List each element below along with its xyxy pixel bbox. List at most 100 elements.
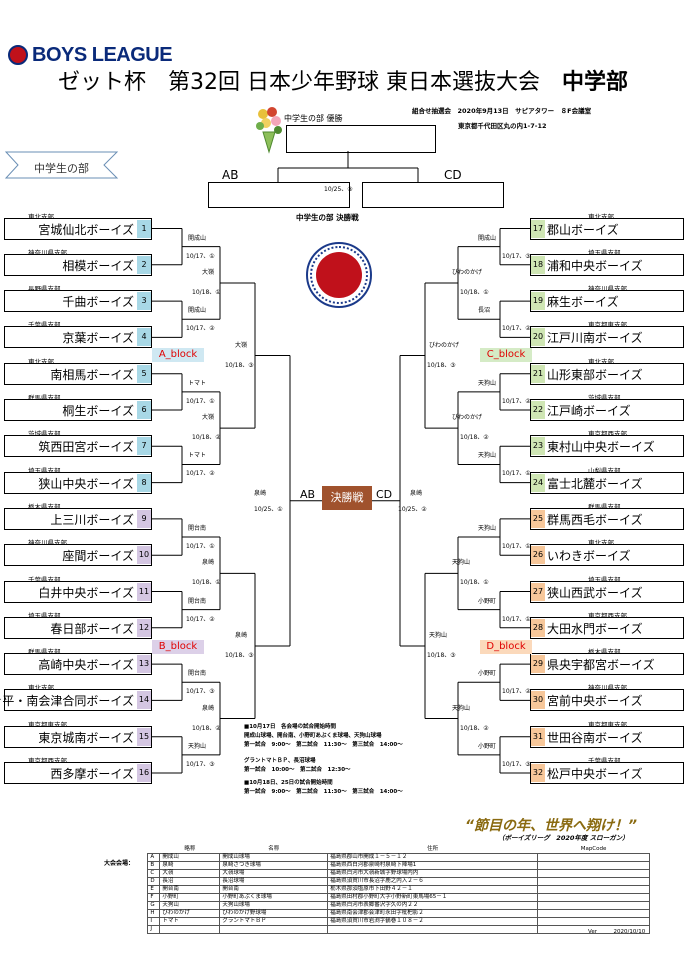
team-name: 東京城南ボーイズ [38,730,134,745]
match-date: 10/18、① [460,288,489,296]
match-date: 10/18、② [460,724,489,732]
team-box [530,362,684,385]
venue-mapcode [537,877,650,886]
venue-mapcode [537,853,650,862]
venue-name: 開成山球場 [219,853,329,862]
venue-header-id [148,846,160,854]
bouquet-icon [256,107,282,154]
match-venue: 天狗山 [188,742,207,750]
team-number: 27 [531,582,545,601]
match-date: 10/17、① [186,252,215,260]
match-venue: 開台南 [188,670,207,678]
title-main: ゼット杯 第32回 日本少年野球 東日本選抜大会 [58,70,540,95]
venue-header-mapcode: MapCode [580,846,607,852]
team-name: 県央宇都宮ボーイズ [547,658,655,673]
match-venue: 泉崎 [202,559,215,567]
team-box [530,326,684,349]
team-box [530,507,684,530]
team-prefecture: 栃木県支部 [588,648,621,657]
venue-name: 泉崎さつき球場 [219,861,329,870]
team-name: 狭山中央ボーイズ [38,476,134,491]
team-box [4,507,152,530]
venue-id: J [147,925,161,934]
team-prefecture: 東京都東支部 [28,720,67,729]
team-prefecture: 東北支部 [28,357,54,366]
match-venue: トマト [188,379,207,387]
match-venue: 開台南 [188,597,207,605]
team-name: 大田水門ボーイズ [547,621,643,636]
venue-abbr: 大嶺 [159,869,221,878]
team-name: 浦和中央ボーイズ [547,258,643,273]
team-box [4,435,152,458]
match-venue: 泉崎 [202,704,215,712]
match-date: 10/18、① [460,579,489,587]
team-number: 9 [137,509,151,528]
match-venue: 開台南 [188,525,207,533]
team-box [530,580,684,603]
match-venue: 天狗山 [478,525,497,533]
team-name: いわきボーイズ [547,549,631,564]
final-section-label: 中学生の部 決勝戦 [296,213,359,222]
match-date: 10/17、② [186,470,215,478]
match-date: 10/17、③ [502,252,531,260]
team-prefecture: 神奈川県支部 [28,539,67,548]
venue-blank [102,862,148,870]
match-date: 10/17、① [502,470,531,478]
team-prefecture: 群馬県支部 [28,648,61,657]
team-prefecture: 東京都東支部 [588,321,627,330]
venue-name: 開台南 [219,885,329,894]
notes-line-3: 第一試合 9:00～ 第二試合 11:30～ 第三試合 14:00～ [244,742,403,748]
venue-address [327,925,539,934]
venue-abbr: 開成山 [159,853,221,862]
match-date: 10/17、③ [502,760,531,768]
semi-left-label: AB [300,488,316,501]
team-number: 5 [137,364,151,383]
page-title: ゼット杯 第32回 日本少年野球 東日本選抜大会 中学部 [58,64,628,96]
team-name: 上三川ボーイズ [50,512,134,527]
match-venue: 開成山 [188,234,207,242]
team-number: 6 [137,401,151,419]
team-name: 南相馬ボーイズ [50,367,134,382]
team-name: 座間ボーイズ [62,549,134,564]
team-name: 西多摩ボーイズ [50,767,134,781]
team-prefecture: 神奈川県支部 [28,248,67,257]
winner-box [286,125,436,153]
team-prefecture: 神奈川県支部 [588,285,627,294]
team-box [4,544,152,567]
venue-id: C [147,869,161,878]
team-number: 29 [531,655,545,674]
match-venue: 開成山 [478,234,497,242]
match-date: 10/18、③ [427,361,456,369]
team-number: 23 [531,437,545,456]
final-date: 10/25、③ [324,186,353,193]
version-date: 2020/10/10 [613,929,646,935]
venue-table-label: 大会会場： [104,860,135,867]
venue-abbr: 小野町 [159,893,221,902]
team-prefecture: 茨城県支部 [28,430,61,439]
venue-abbr: 天狗山 [159,901,221,910]
match-venue: 天狗山 [452,704,471,712]
match-venue: 天狗山 [429,631,448,639]
match-date: 10/18、③ [225,651,254,659]
venue-abbr: トマト [159,917,221,926]
final-right-box [362,182,504,208]
match-date: 10/18、③ [225,361,254,369]
match-venue: びわのかげ [452,414,483,422]
match-venue: びわのかげ [452,268,483,276]
venue-mapcode [537,885,650,894]
venue-mapcode [537,869,650,878]
block-d-label: D_block [480,640,532,654]
team-box [4,616,152,639]
team-box [4,253,152,276]
venue-blank [102,886,148,894]
notes-line-6: ■10月18日、25日の試合開始時間 [244,780,333,786]
match-venue: 開成山 [188,307,207,315]
venue-name: 天狗山球場 [219,901,329,910]
team-box [530,616,684,639]
